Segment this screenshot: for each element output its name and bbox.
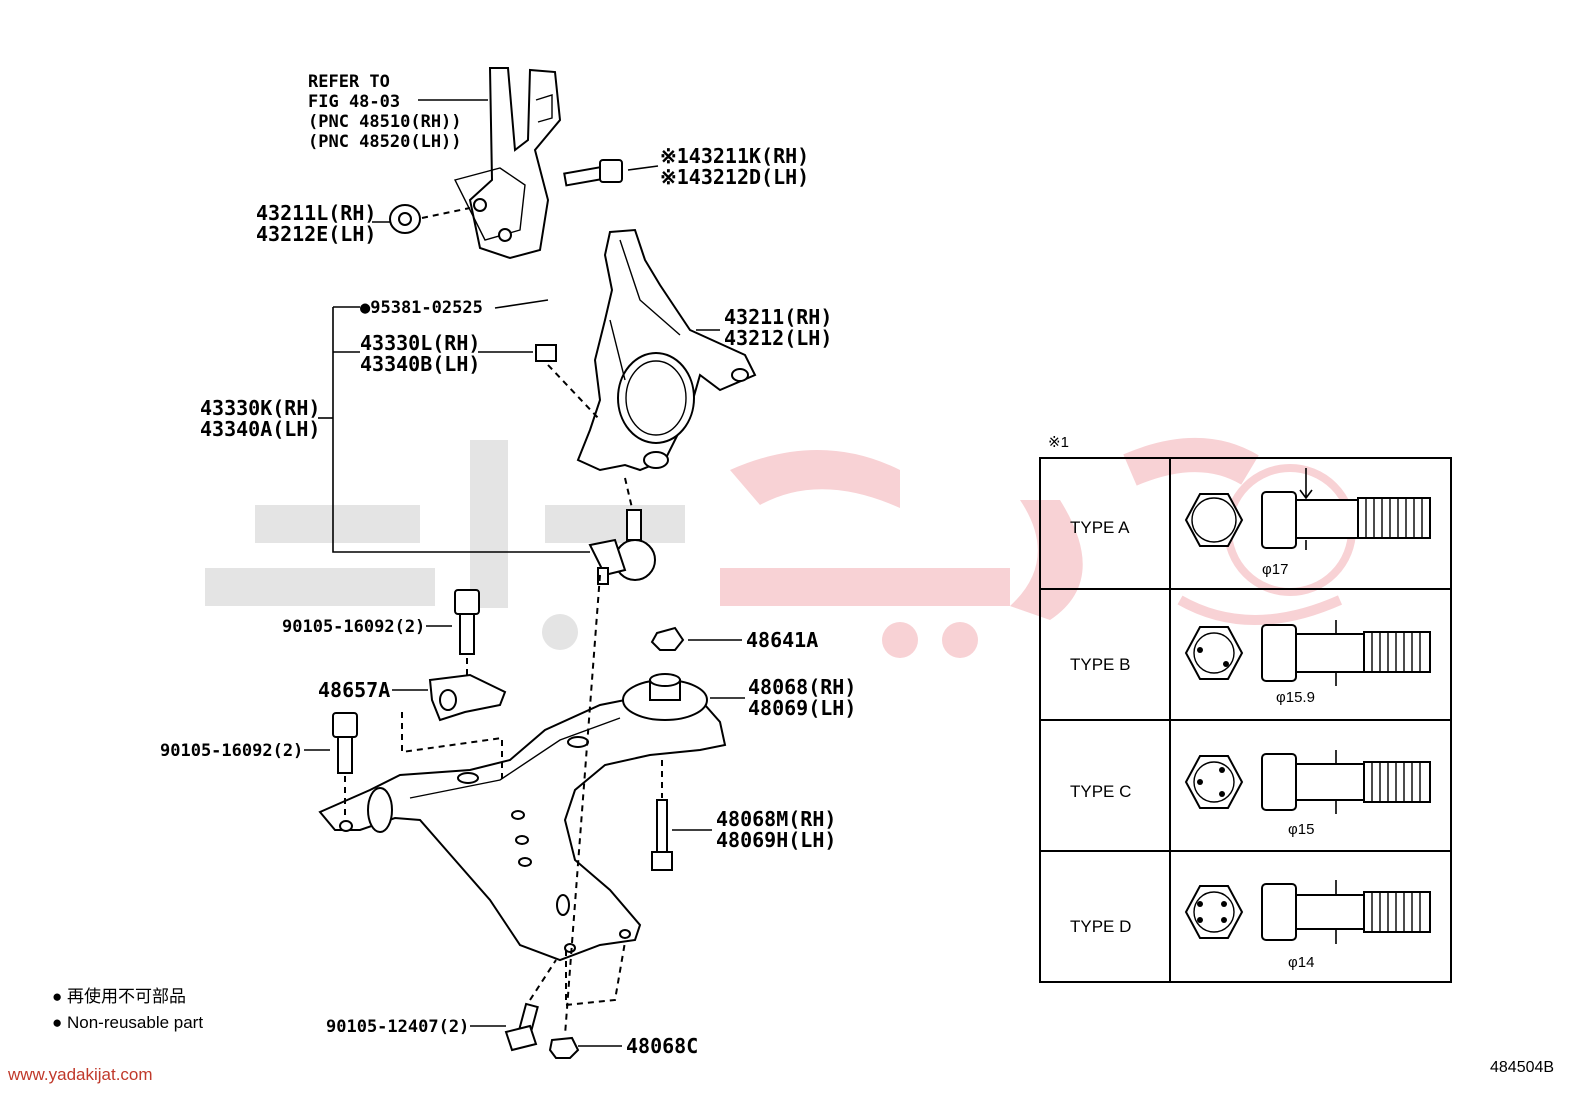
bolt-90105-16092-upper	[426, 589, 480, 676]
type-c-bolt-drawing: φ15	[1184, 750, 1431, 838]
label-48068m: 48068M(RH)	[716, 807, 836, 831]
bolt-48068m	[651, 760, 712, 871]
type-d-label: TYPE D	[1070, 917, 1131, 936]
type-c-dia: φ15	[1288, 821, 1314, 838]
label-43330k: 43330K(RH)	[200, 396, 320, 420]
label-43330l: 43330L(RH)	[360, 331, 480, 355]
label-refer-2: FIG 48-03	[308, 92, 400, 112]
label-90105-upper: 90105-16092(2)	[282, 617, 425, 637]
cotter-pin	[494, 299, 549, 309]
label-43211: 43211(RH)	[724, 305, 832, 329]
bushing-48068	[622, 673, 745, 721]
label-48068: 48068(RH)	[748, 675, 856, 699]
lock-nut-43330l	[478, 344, 601, 421]
type-a-dia: φ17	[1262, 561, 1288, 578]
label-48657a: 48657A	[318, 678, 390, 702]
label-43211l: 43211L(RH)	[256, 201, 376, 225]
label-48069: 48069(LH)	[748, 696, 856, 720]
legend-en: ● Non-reusable part	[52, 1013, 203, 1032]
watermark-logo	[205, 438, 1356, 658]
bolt-type-table: ※1 TYPE A TYPE B TYPE C TYPE D φ17	[1039, 434, 1452, 983]
type-d-dia: φ14	[1288, 954, 1314, 971]
strut-assembly	[453, 67, 562, 260]
label-95381: ●95381-02525	[360, 298, 483, 318]
bracket-48657a	[392, 673, 507, 780]
ball-joint	[318, 306, 656, 585]
callout-labels: REFER TO FIG 48-03 (PNC 48510(RH)) (PNC …	[160, 72, 856, 1058]
camber-bolt-43211k	[563, 159, 659, 187]
label-43211k: ※143211K(RH)	[660, 144, 809, 168]
label-43340a: 43340A(LH)	[200, 417, 320, 441]
type-a-label: TYPE A	[1070, 518, 1130, 537]
label-48069h: 48069H(LH)	[716, 828, 836, 852]
label-43212d: ※143212D(LH)	[660, 165, 809, 189]
legend-jp: ● 再使用不可部品	[52, 986, 186, 1006]
nut-48068c	[548, 574, 626, 1059]
cam-nut-43211l	[372, 204, 471, 234]
type-b-dia: φ15.9	[1276, 689, 1315, 706]
table-note: ※1	[1048, 434, 1069, 451]
type-b-bolt-drawing: φ15.9	[1184, 620, 1431, 706]
website-watermark: www.yadakijat.com	[7, 1065, 153, 1084]
label-90105-lower: 90105-16092(2)	[160, 741, 303, 761]
nut-48641a	[650, 626, 742, 651]
label-48641a: 48641A	[746, 628, 818, 652]
type-c-label: TYPE C	[1070, 782, 1131, 801]
figure-id: 484504B	[1490, 1059, 1554, 1076]
bolt-90105-12407	[470, 959, 557, 1052]
type-a-bolt-drawing: φ17	[1184, 468, 1431, 578]
label-90105-12407: 90105-12407(2)	[326, 1017, 469, 1037]
label-48068c: 48068C	[626, 1034, 698, 1058]
label-refer-1: REFER TO	[308, 72, 390, 92]
label-43212: 43212(LH)	[724, 326, 832, 350]
label-43212e: 43212E(LH)	[256, 222, 376, 246]
steering-knuckle	[576, 228, 757, 472]
lower-control-arm	[318, 698, 727, 962]
label-refer-3: (PNC 48510(RH))	[308, 112, 462, 132]
legend: ● 再使用不可部品 ● Non-reusable part	[52, 986, 203, 1032]
type-b-label: TYPE B	[1070, 655, 1130, 674]
type-d-bolt-drawing: φ14	[1184, 880, 1431, 971]
label-refer-4: (PNC 48520(LH))	[308, 132, 462, 152]
bolt-90105-16092-lower	[304, 712, 358, 815]
label-43340b: 43340B(LH)	[360, 352, 480, 376]
